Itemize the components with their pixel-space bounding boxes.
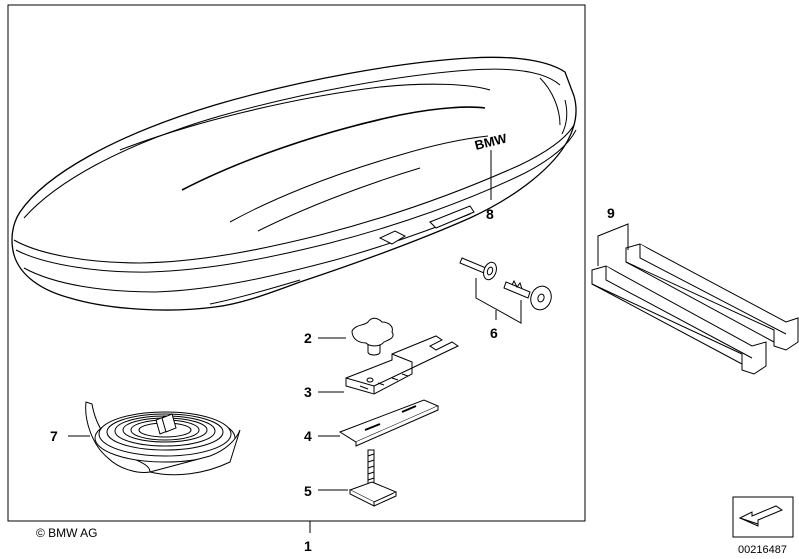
diagram-number-box bbox=[732, 496, 794, 538]
diagram-number: 00216487 bbox=[738, 544, 787, 556]
bracket-9 bbox=[597, 223, 629, 266]
callout-7: 7 bbox=[50, 428, 58, 444]
callout-3: 3 bbox=[304, 384, 312, 400]
assembly-frame bbox=[7, 4, 586, 522]
star-knob-illustration bbox=[351, 317, 394, 356]
rubber-strips-illustration bbox=[591, 243, 799, 375]
t-bolt-illustration bbox=[348, 449, 398, 507]
arrow-icon bbox=[738, 505, 784, 525]
strap-roll-illustration bbox=[85, 401, 241, 476]
callout-4: 4 bbox=[304, 428, 312, 444]
bracket-6 bbox=[475, 278, 522, 324]
bolt-and-key-illustration bbox=[459, 257, 552, 311]
plate-illustration bbox=[338, 399, 440, 447]
callout-2: 2 bbox=[304, 330, 312, 346]
callout-1: 1 bbox=[304, 538, 312, 554]
callout-5: 5 bbox=[304, 483, 312, 499]
callout-6: 6 bbox=[490, 325, 498, 341]
callout-9: 9 bbox=[607, 205, 615, 221]
roof-box-illustration bbox=[11, 56, 577, 311]
callout-8: 8 bbox=[486, 206, 494, 222]
copyright-text: © BMW AG bbox=[36, 526, 98, 540]
clamp-illustration bbox=[345, 335, 460, 395]
